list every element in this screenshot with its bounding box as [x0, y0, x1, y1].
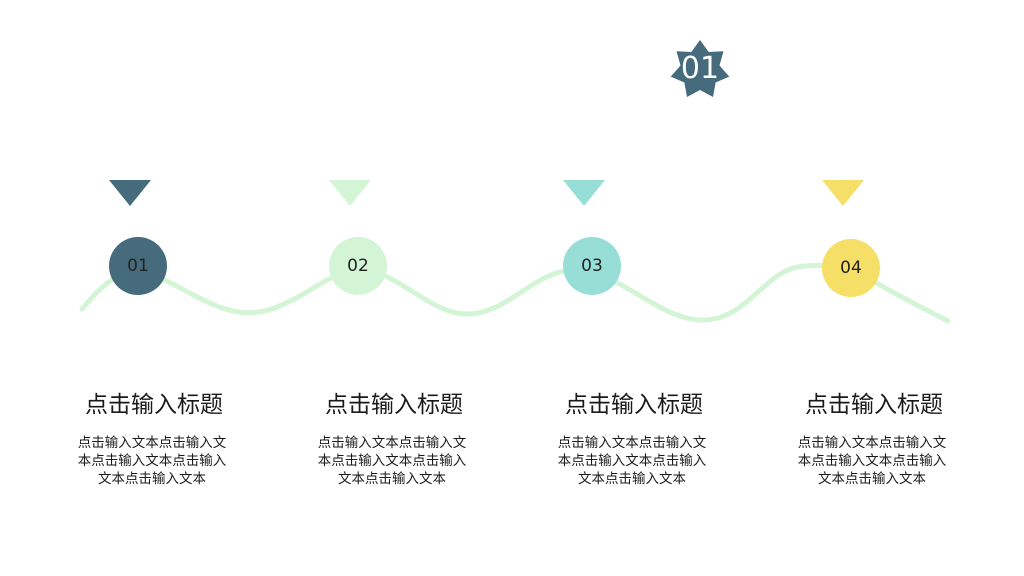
step-marker-triangle-3 — [563, 180, 605, 206]
step-badge: 01 — [670, 40, 730, 100]
step-body-4[interactable]: 点击输入文本点击输入文本点击输入文本点击输入文本点击输入文本 — [797, 435, 947, 487]
badge-label: 01 — [680, 51, 720, 86]
step-body-1[interactable]: 点击输入文本点击输入文本点击输入文本点击输入文本点击输入文本 — [77, 435, 227, 487]
step-node-2: 02 — [329, 237, 387, 295]
step-node-3: 03 — [563, 237, 621, 295]
step-title-4[interactable]: 点击输入标题 — [805, 392, 943, 418]
step-number: 04 — [840, 258, 862, 278]
step-title-2[interactable]: 点击输入标题 — [325, 392, 463, 418]
step-marker-triangle-1 — [109, 180, 151, 206]
step-title-3[interactable]: 点击输入标题 — [565, 392, 703, 418]
step-body-3[interactable]: 点击输入文本点击输入文本点击输入文本点击输入文本点击输入文本 — [557, 435, 707, 487]
step-number: 02 — [347, 256, 369, 276]
step-title-1[interactable]: 点击输入标题 — [85, 392, 223, 418]
step-marker-triangle-2 — [329, 180, 371, 206]
step-number: 03 — [581, 256, 603, 276]
step-node-4: 04 — [822, 239, 880, 297]
star-badge-icon — [670, 40, 730, 98]
step-number: 01 — [127, 256, 149, 276]
step-marker-triangle-4 — [822, 180, 864, 206]
step-body-2[interactable]: 点击输入文本点击输入文本点击输入文本点击输入文本点击输入文本 — [317, 435, 467, 487]
step-node-1: 01 — [109, 237, 167, 295]
